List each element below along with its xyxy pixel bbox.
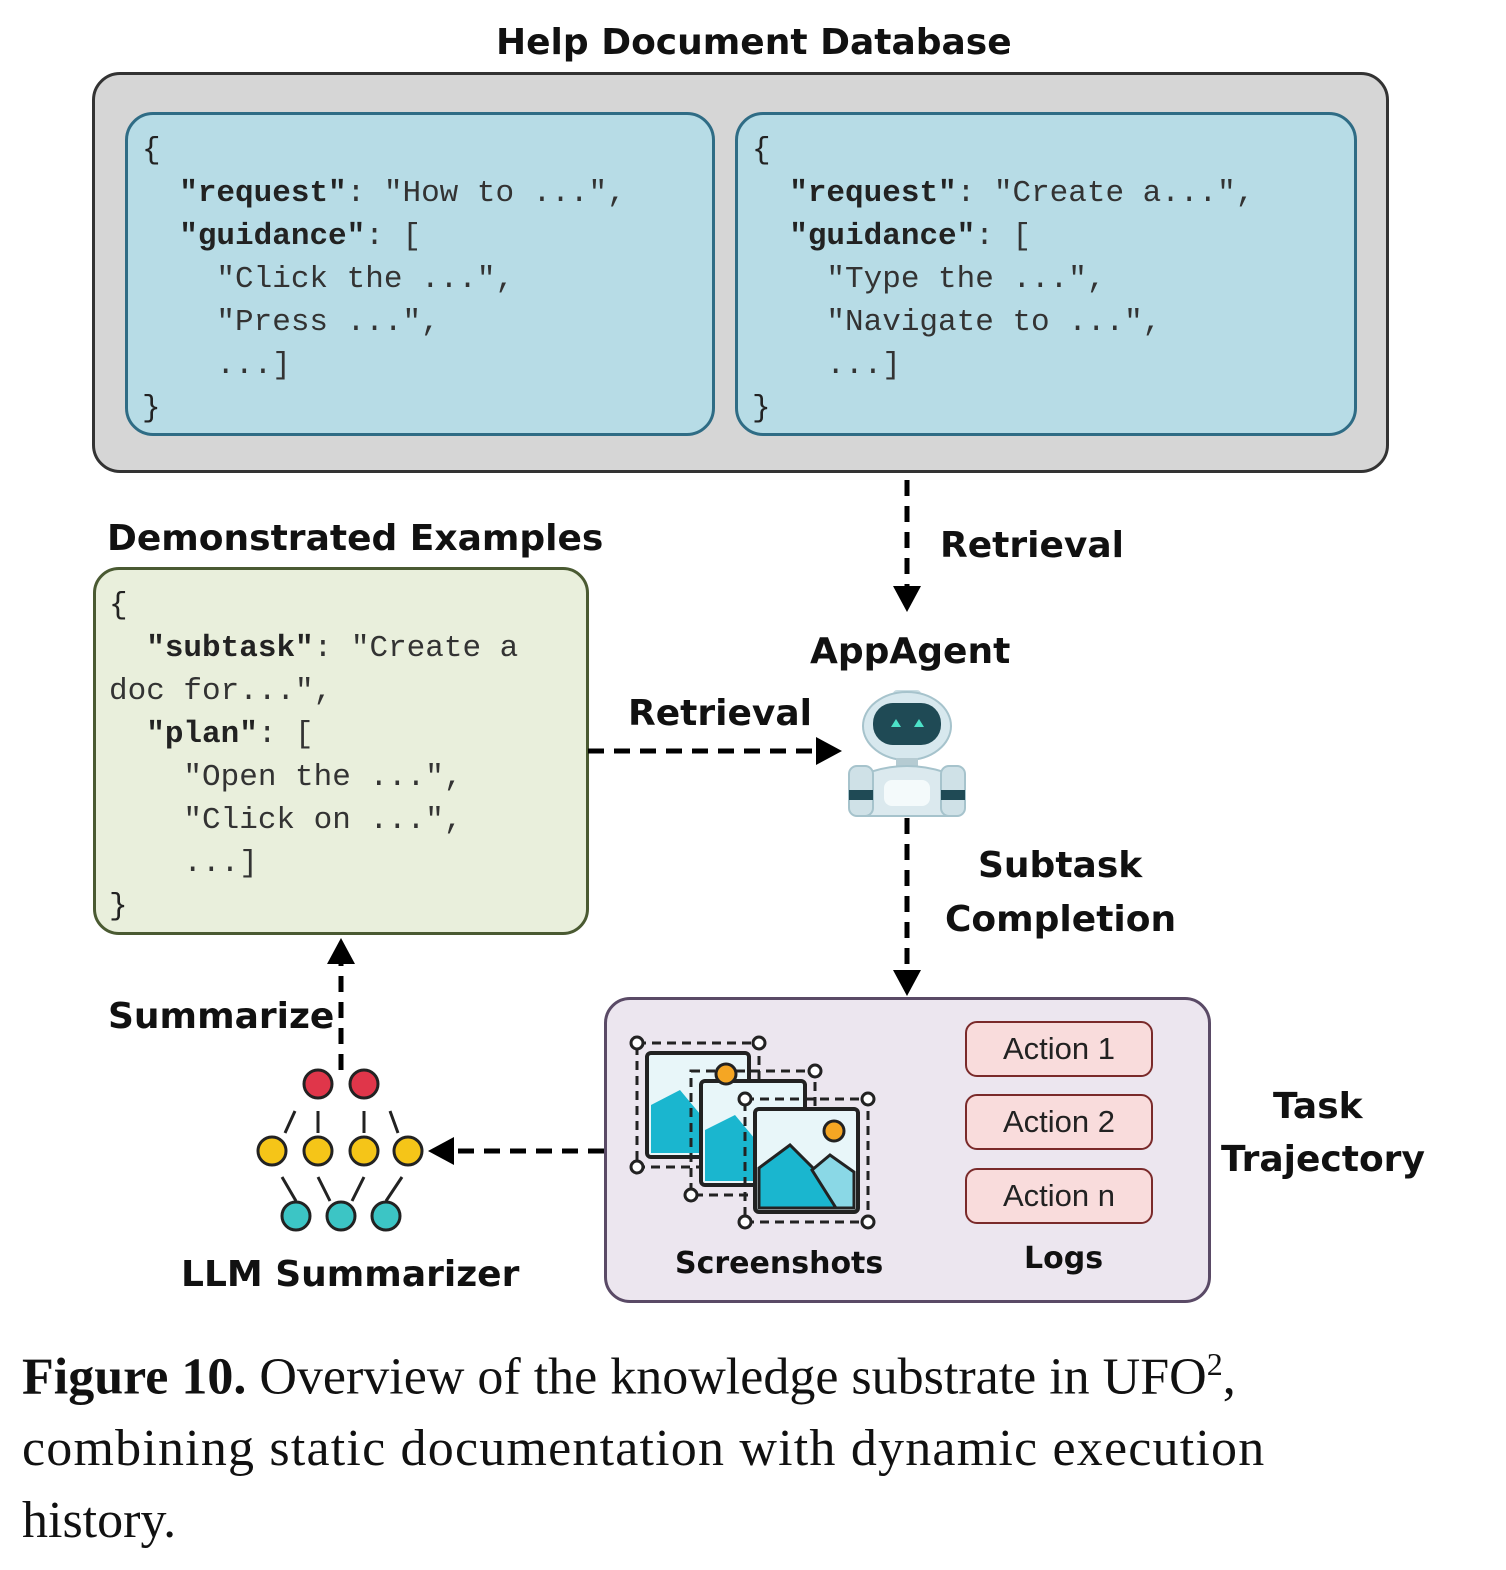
action-log-item: Action 2: [965, 1094, 1153, 1150]
figure-caption: Figure 10. Overview of the knowledge sub…: [22, 1328, 1492, 1557]
robot-icon: [848, 690, 966, 817]
demo-title: Demonstrated Examples: [107, 518, 604, 559]
appagent-title: AppAgent: [810, 631, 1011, 672]
json-value: : [: [257, 717, 314, 752]
guidance-step: ...]: [216, 348, 291, 383]
completion-label-line1: Subtask: [978, 845, 1143, 886]
plan-step: "Click on ...",: [183, 803, 463, 838]
screenshots-label: Screenshots: [675, 1246, 884, 1281]
json-key: "request": [789, 176, 957, 211]
completion-label-line2: Completion: [945, 899, 1177, 940]
plan-step: "Open the ...",: [183, 760, 463, 795]
json-value: : [: [365, 219, 422, 254]
arrow-retrieval-demo: [588, 737, 842, 765]
json-value: : "Create a: [313, 631, 519, 666]
retrieval-label-demo: Retrieval: [628, 693, 812, 734]
trajectory-title-line1: Task: [1273, 1086, 1363, 1127]
json-key: "plan": [146, 717, 258, 752]
brace: }: [752, 391, 771, 426]
arrow-retrieval-db: [893, 480, 921, 612]
json-value: : "Create a...",: [956, 176, 1255, 211]
caption-line-2: combining static documentation with dyna…: [22, 1420, 1266, 1478]
arrow-summarize: [327, 938, 355, 1070]
caption-text: Overview of the knowledge substrate in U…: [246, 1348, 1207, 1406]
json-value: : "How to ...",: [346, 176, 626, 211]
guidance-step: "Navigate to ...",: [826, 305, 1162, 340]
logs-label: Logs: [1024, 1241, 1104, 1276]
guidance-step: "Click the ...",: [216, 262, 515, 297]
llm-summarizer-title: LLM Summarizer: [181, 1254, 520, 1295]
retrieval-label-db: Retrieval: [940, 525, 1124, 566]
db-title: Help Document Database: [496, 22, 1012, 63]
brace: {: [109, 588, 128, 623]
caption-line-3: history.: [22, 1492, 177, 1550]
demonstrated-examples-card: { "subtask": "Create a doc for...", "pla…: [93, 567, 589, 935]
guidance-step: "Type the ...",: [826, 262, 1106, 297]
arrow-subtask-completion: [893, 818, 921, 996]
json-value: doc for...",: [109, 674, 333, 709]
json-key: "guidance": [789, 219, 976, 254]
trajectory-title-line2: Trajectory: [1221, 1139, 1425, 1180]
guidance-step: "Press ...",: [216, 305, 440, 340]
json-key: "subtask": [146, 631, 314, 666]
doc-card-2: { "request": "Create a...", "guidance": …: [735, 112, 1357, 436]
arrow-trajectory-to-summarizer: [428, 1137, 604, 1165]
guidance-step: ...]: [826, 348, 901, 383]
action-log-item: Action 1: [965, 1021, 1153, 1077]
plan-step: ...]: [183, 846, 258, 881]
brace: }: [109, 889, 128, 924]
llm-network-icon: [256, 1068, 424, 1232]
brace: {: [142, 133, 161, 168]
summarize-label: Summarize: [108, 996, 335, 1037]
screenshot-stack-icon: [629, 1035, 876, 1230]
caption-text: ,: [1222, 1348, 1236, 1406]
json-key: "request": [179, 176, 347, 211]
json-value: : [: [975, 219, 1032, 254]
brace: }: [142, 391, 161, 426]
caption-line-1: Figure 10. Overview of the knowledge sub…: [22, 1328, 1492, 1413]
action-log-item: Action n: [965, 1168, 1153, 1224]
caption-figure-number: Figure 10.: [22, 1348, 247, 1406]
doc-card-1: { "request": "How to ...", "guidance": […: [125, 112, 715, 436]
json-key: "guidance": [179, 219, 366, 254]
caption-superscript: 2: [1206, 1346, 1223, 1382]
brace: {: [752, 133, 771, 168]
